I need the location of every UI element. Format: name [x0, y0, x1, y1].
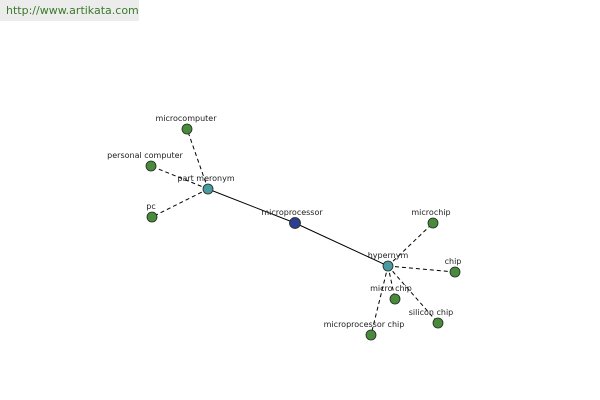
- node-microchip[interactable]: [427, 217, 439, 229]
- label-chip[interactable]: chip: [445, 257, 462, 266]
- node-pc[interactable]: [146, 211, 158, 223]
- edge-hypernym-to-silicon-chip: [387, 265, 439, 324]
- label-hypernym[interactable]: hypernym: [368, 251, 409, 260]
- edge-hypernym-to-micro-chip: [387, 265, 396, 300]
- label-silicon-chip[interactable]: silicon chip: [409, 308, 454, 317]
- label-microprocessor[interactable]: microprocessor: [261, 208, 323, 217]
- edge-hypernym-to-microprocessor-chip: [370, 265, 389, 336]
- edge-hypernym-to-microchip: [387, 222, 434, 267]
- node-hypernym[interactable]: [382, 260, 394, 272]
- node-chip[interactable]: [449, 266, 461, 278]
- edge-part-meronym-to-pc: [151, 188, 209, 218]
- label-pc[interactable]: pc: [146, 202, 155, 211]
- nodes-layer: [145, 123, 461, 341]
- node-microprocessor-chip[interactable]: [365, 329, 377, 341]
- node-personal-computer[interactable]: [145, 160, 157, 172]
- node-microprocessor[interactable]: [289, 217, 301, 229]
- label-microchip[interactable]: microchip: [411, 208, 450, 217]
- site-url-link[interactable]: http://www.artikata.com: [6, 4, 139, 17]
- edges-layer: [150, 128, 456, 336]
- label-micro-chip[interactable]: micro chip: [370, 284, 412, 293]
- node-microcomputer[interactable]: [181, 123, 193, 135]
- edge-hypernym-to-chip: [387, 265, 456, 273]
- edge-microprocessor-to-hypernym: [294, 222, 389, 267]
- edge-part-meronym-to-microcomputer: [186, 128, 209, 190]
- label-microprocessor-chip[interactable]: microprocessor chip: [324, 320, 405, 329]
- label-part-meronym[interactable]: part meronym: [177, 174, 234, 183]
- label-microcomputer[interactable]: microcomputer: [155, 114, 217, 123]
- label-personal-computer[interactable]: personal computer: [107, 151, 183, 160]
- node-part-meronym[interactable]: [202, 183, 214, 195]
- edge-microprocessor-to-part-meronym: [207, 188, 296, 224]
- node-silicon-chip[interactable]: [432, 317, 444, 329]
- url-banner: http://www.artikata.com: [0, 0, 139, 21]
- edge-part-meronym-to-personal-computer: [150, 165, 209, 190]
- node-micro-chip[interactable]: [389, 293, 401, 305]
- labels-layer: microprocessor part meronym hypernym microc…: [107, 114, 461, 329]
